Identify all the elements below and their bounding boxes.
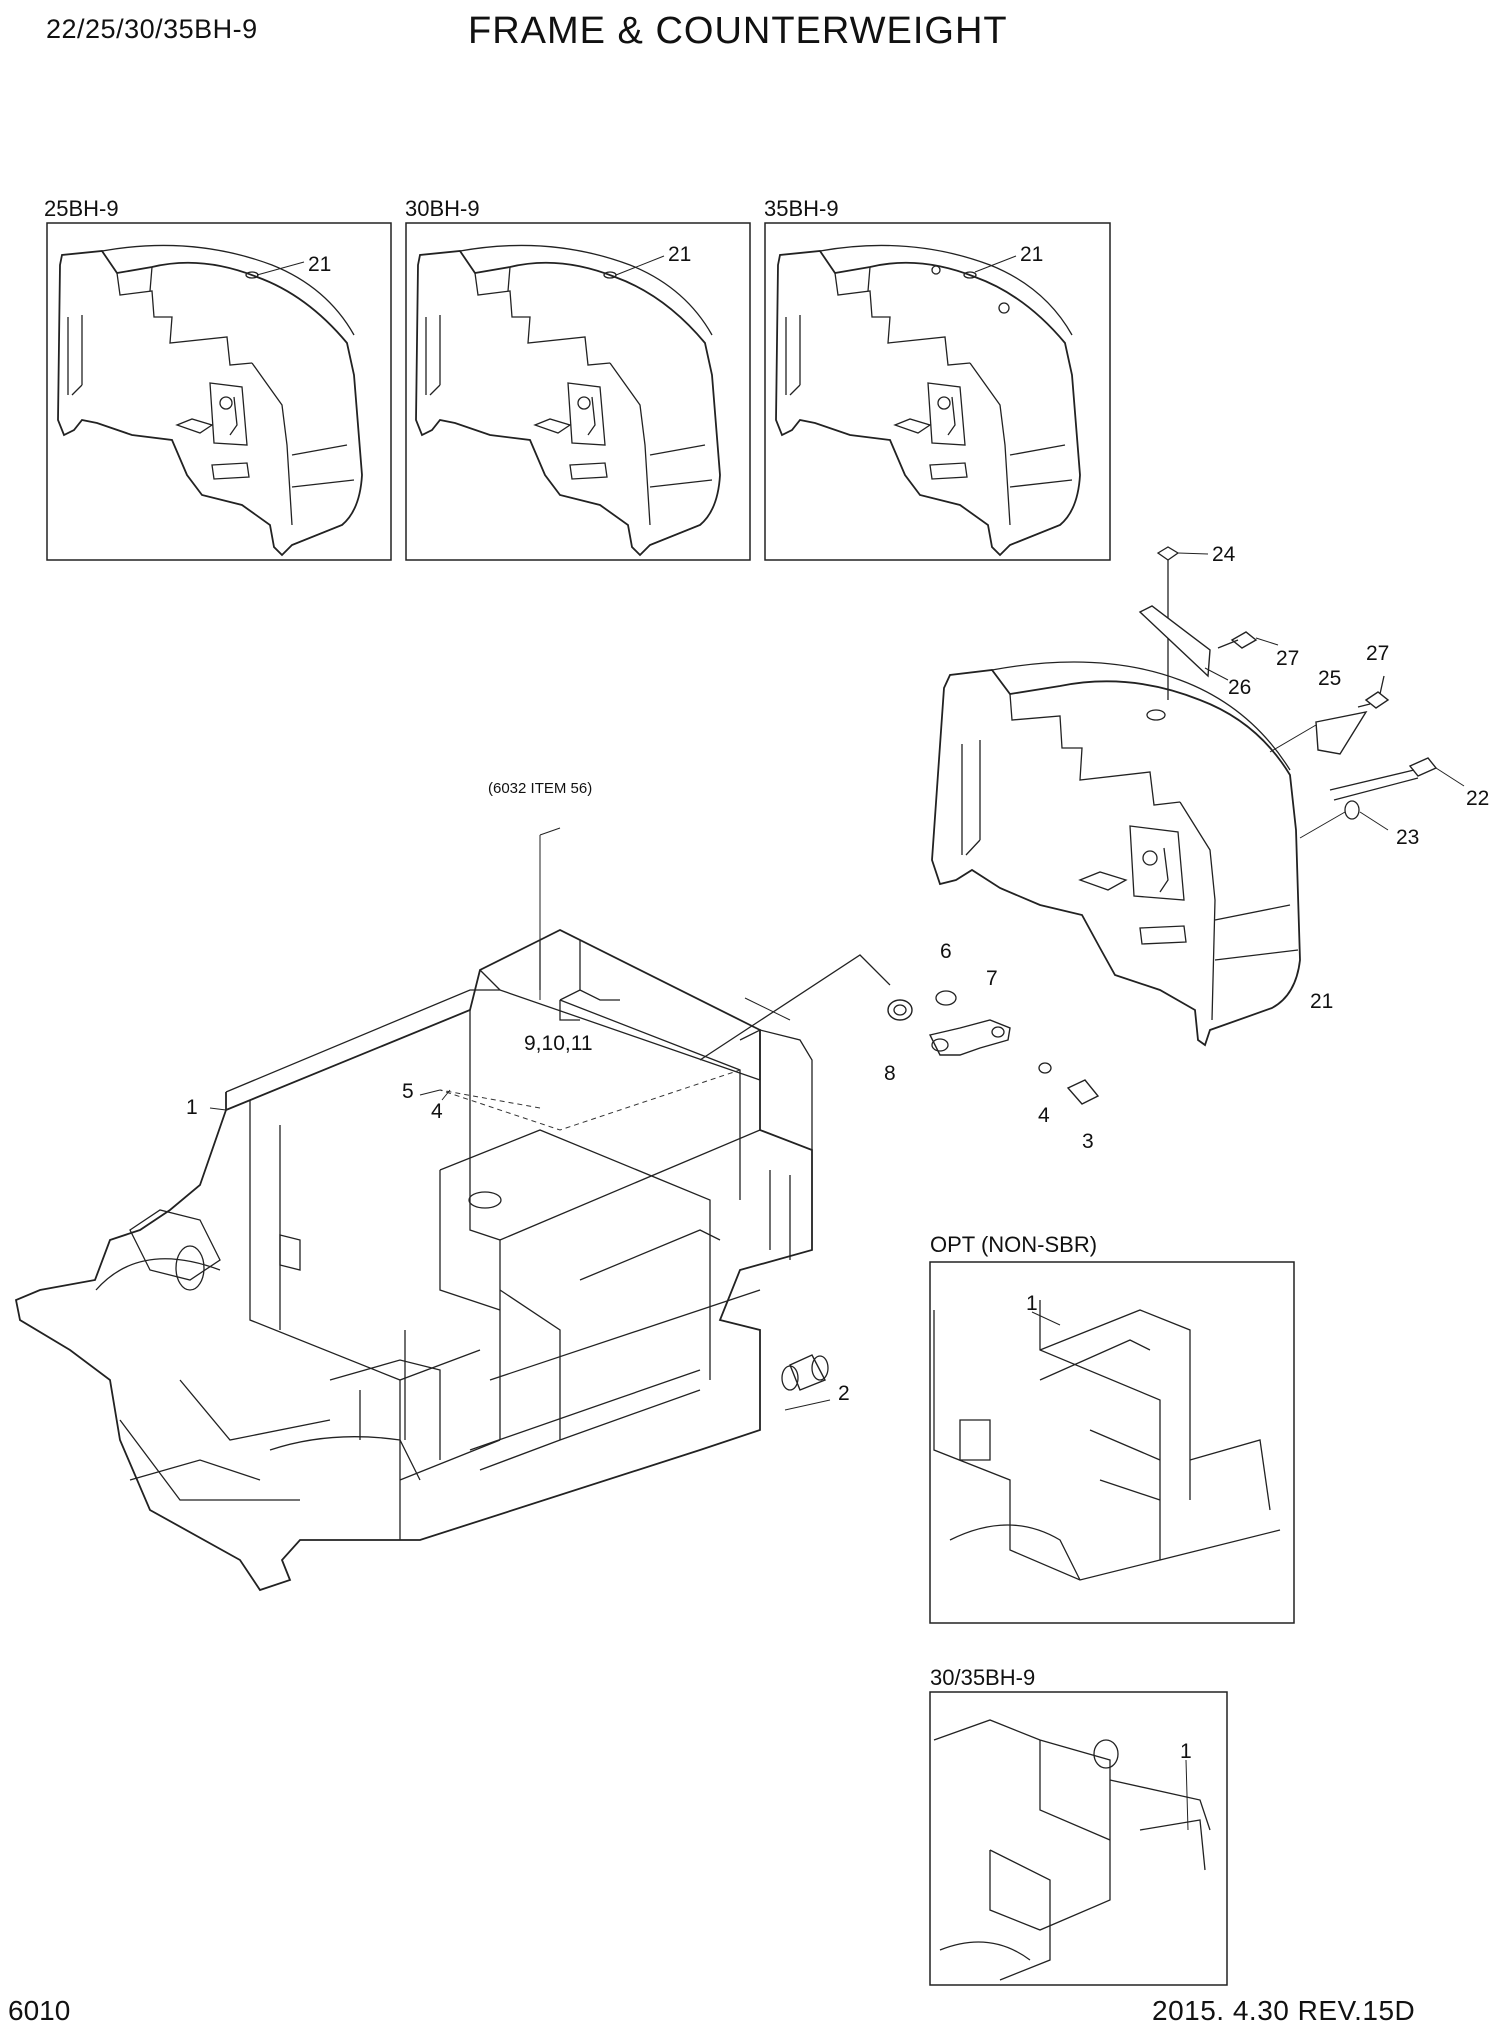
callout-23: 23 bbox=[1396, 826, 1420, 849]
inset-label-opt: OPT (NON-SBR) bbox=[930, 1232, 1098, 1257]
inset-label-30bh: 30BH-9 bbox=[405, 196, 480, 221]
bracket-assembly bbox=[888, 991, 1098, 1104]
reference-note: (6032 ITEM 56) bbox=[488, 780, 593, 797]
inset-frame-35bh bbox=[765, 223, 1110, 560]
counterweight-25bh-drawing bbox=[57, 244, 363, 556]
callout-27: 27 bbox=[1276, 647, 1300, 670]
callout-21: 21 bbox=[668, 243, 692, 266]
page-number: 6010 bbox=[8, 1995, 71, 2026]
counterweight-hardware bbox=[1140, 547, 1464, 838]
callout-2: 2 bbox=[838, 1382, 850, 1405]
callout-1: 1 bbox=[186, 1096, 198, 1119]
callout-7: 7 bbox=[986, 967, 998, 990]
counterweight-main-drawing bbox=[932, 662, 1300, 1045]
callout-6: 6 bbox=[940, 940, 952, 963]
callout-5: 5 bbox=[402, 1080, 414, 1103]
inset-frame-30bh bbox=[406, 223, 750, 560]
inset-frame-opt bbox=[930, 1262, 1294, 1623]
model-code: 22/25/30/35BH-9 bbox=[46, 14, 258, 44]
callout-21: 21 bbox=[1310, 990, 1334, 1013]
callout-21: 21 bbox=[1020, 243, 1044, 266]
revision-date: 2015. 4.30 REV.15D bbox=[1152, 1995, 1416, 2026]
callout-8: 8 bbox=[884, 1062, 896, 1085]
counterweight-30bh-drawing bbox=[415, 244, 721, 556]
callout-21: 21 bbox=[308, 253, 332, 276]
page-title: FRAME & COUNTERWEIGHT bbox=[468, 10, 1008, 52]
counterweight-35bh-drawing bbox=[775, 244, 1081, 556]
callout-22: 22 bbox=[1466, 787, 1490, 810]
callout-4: 4 bbox=[431, 1100, 443, 1123]
callout-25: 25 bbox=[1318, 667, 1342, 690]
collar-part-2 bbox=[782, 1355, 828, 1390]
inset-frame-3035 bbox=[930, 1692, 1227, 1985]
inset-label-25bh: 25BH-9 bbox=[44, 196, 119, 221]
inset-label-3035: 30/35BH-9 bbox=[930, 1665, 1036, 1690]
main-frame-drawing bbox=[16, 828, 890, 1590]
callout-1: 1 bbox=[1180, 1740, 1192, 1763]
inset-label-35bh: 35BH-9 bbox=[764, 196, 839, 221]
callout-9-10-11: 9,10,11 bbox=[524, 1032, 593, 1055]
callout-4: 4 bbox=[1038, 1104, 1050, 1127]
frame-3035-drawing bbox=[934, 1720, 1210, 1980]
opt-frame-drawing bbox=[934, 1300, 1280, 1580]
callout-26: 26 bbox=[1228, 676, 1252, 699]
callout-27: 27 bbox=[1366, 642, 1390, 665]
inset-frame-25bh bbox=[47, 223, 391, 560]
callout-3: 3 bbox=[1082, 1130, 1094, 1153]
callout-1: 1 bbox=[1026, 1292, 1038, 1315]
callout-24: 24 bbox=[1212, 543, 1236, 566]
